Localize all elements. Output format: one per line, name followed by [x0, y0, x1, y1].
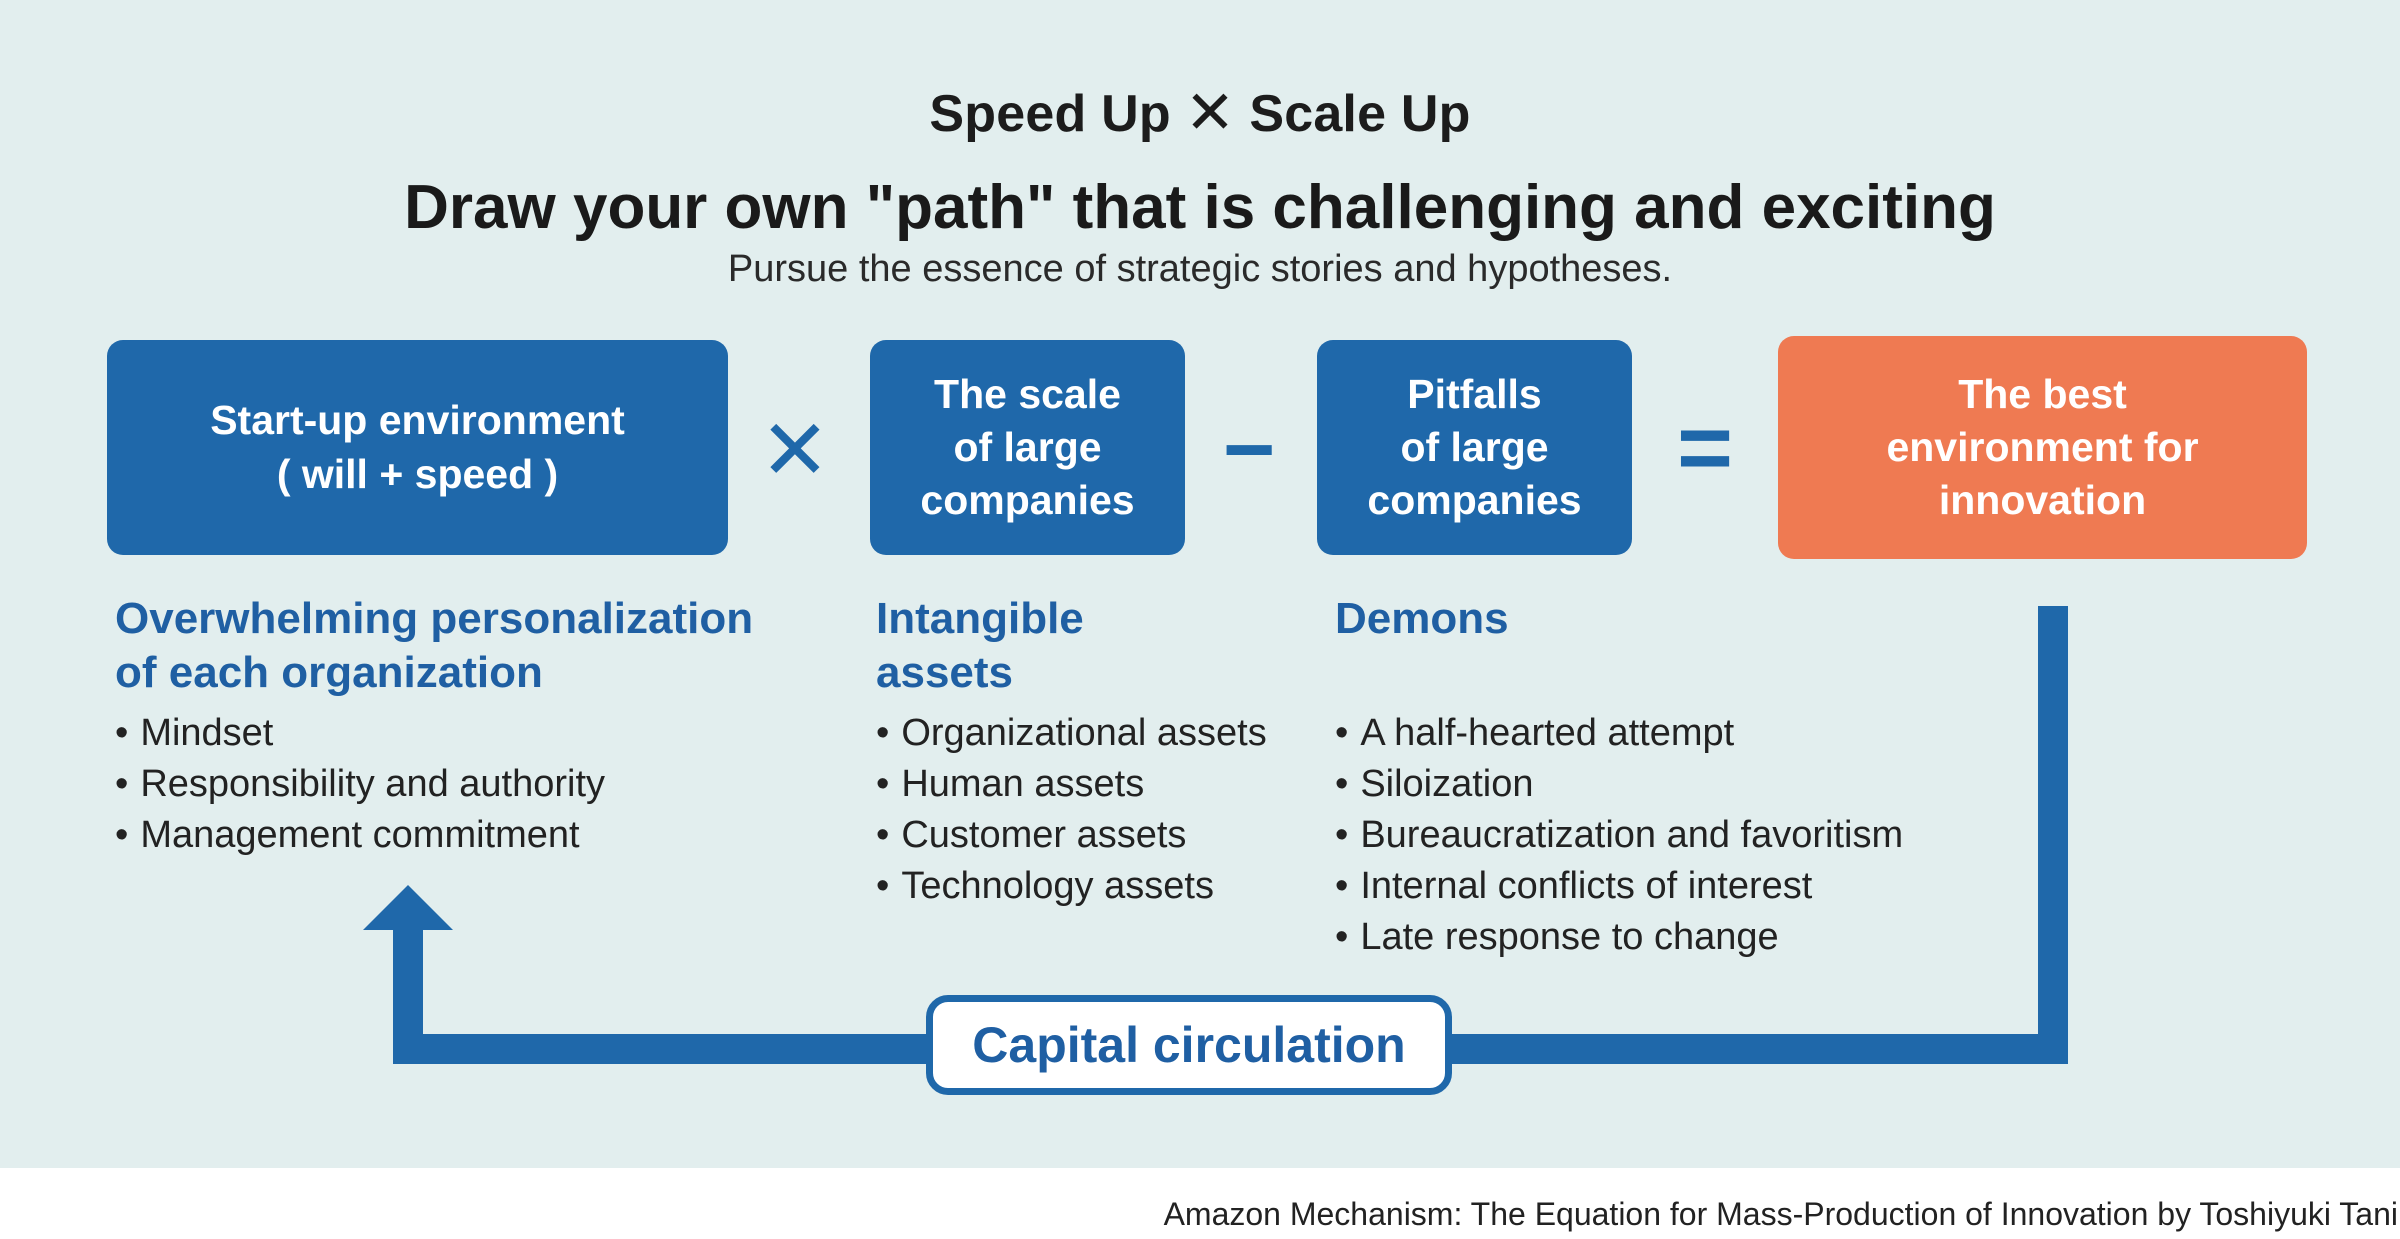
list-item: Late response to change: [1335, 912, 1903, 963]
intangible-assets-list: Organizational assets Human assets Custo…: [876, 708, 1267, 912]
diagram-canvas: Speed Up✕Scale Up Draw your own "path" t…: [0, 0, 2400, 1168]
box-line: The scale: [934, 370, 1121, 417]
headline: Speed Up✕Scale Up: [0, 78, 2400, 148]
list-item: Management commitment: [115, 810, 605, 861]
personalization-list: Mindset Responsibility and authority Man…: [115, 708, 605, 861]
equals-operator: =: [1676, 394, 1734, 501]
heading-line: of each organization: [115, 647, 543, 697]
column-heading-demons: Demons: [1335, 592, 1509, 646]
list-item: Customer assets: [876, 810, 1267, 861]
minus-operator: −: [1222, 400, 1276, 500]
list-item: Human assets: [876, 759, 1267, 810]
loop-path: [393, 606, 2068, 1064]
box-line: innovation: [1938, 477, 2147, 524]
headline-scale-up: Scale Up: [1249, 85, 1471, 143]
list-item: Organizational assets: [876, 708, 1266, 759]
headline-speed-up: Speed Up: [929, 85, 1171, 143]
box-line: environment for: [1886, 423, 2199, 470]
times-icon: ✕: [1184, 79, 1236, 146]
list-item: A half-hearted attempt: [1335, 708, 1903, 759]
pitfalls-of-large-companies-box: Pitfalls of large companies: [1317, 340, 1632, 555]
heading-line: Overwhelming personalization: [115, 594, 754, 643]
demons-list: A half-hearted attempt Siloization Burea…: [1335, 708, 1903, 963]
list-item: Internal conflicts of interest: [1335, 861, 1903, 912]
page-title: Draw your own "path" that is challenging…: [404, 173, 1996, 242]
arrow-up-icon: [363, 885, 453, 930]
heading-line: Intangible: [876, 594, 1084, 643]
column-heading-intangible-assets: Intangible assets: [876, 592, 1084, 699]
list-item: Mindset: [115, 708, 605, 759]
box-line: Start-up environment: [210, 397, 625, 444]
startup-environment-box: Start-up environment ( will + speed ): [107, 340, 728, 555]
capital-circulation-loop: [363, 606, 2068, 1064]
scale-of-large-companies-box: The scale of large companies: [870, 340, 1185, 555]
multiply-operator: ✕: [759, 403, 831, 497]
heading-line: Demons: [1335, 594, 1509, 643]
box-line: ( will + speed ): [276, 450, 559, 497]
list-item: Bureaucratization and favoritism: [1335, 810, 1903, 861]
list-item: Responsibility and authority: [115, 759, 605, 810]
list-item: Technology assets: [876, 861, 1267, 912]
list-item: Siloization: [1335, 759, 1903, 810]
box-line: The best: [1958, 370, 2127, 417]
box-line: companies: [1367, 477, 1582, 524]
capital-circulation-label: Capital circulation: [926, 995, 1452, 1095]
box-line: of large: [953, 423, 1102, 470]
column-heading-personalization: Overwhelming personalization of each org…: [115, 592, 753, 699]
heading-line: assets: [876, 647, 1014, 697]
page-subtitle: Pursue the essence of strategic stories …: [727, 248, 1673, 290]
box-line: Pitfalls: [1407, 370, 1542, 417]
source-credit: Amazon Mechanism: The Equation for Mass-…: [1163, 1196, 2398, 1232]
best-environment-for-innovation-box: The best environment for innovation: [1778, 336, 2307, 559]
box-line: companies: [920, 477, 1135, 524]
box-line: of large: [1400, 423, 1549, 470]
